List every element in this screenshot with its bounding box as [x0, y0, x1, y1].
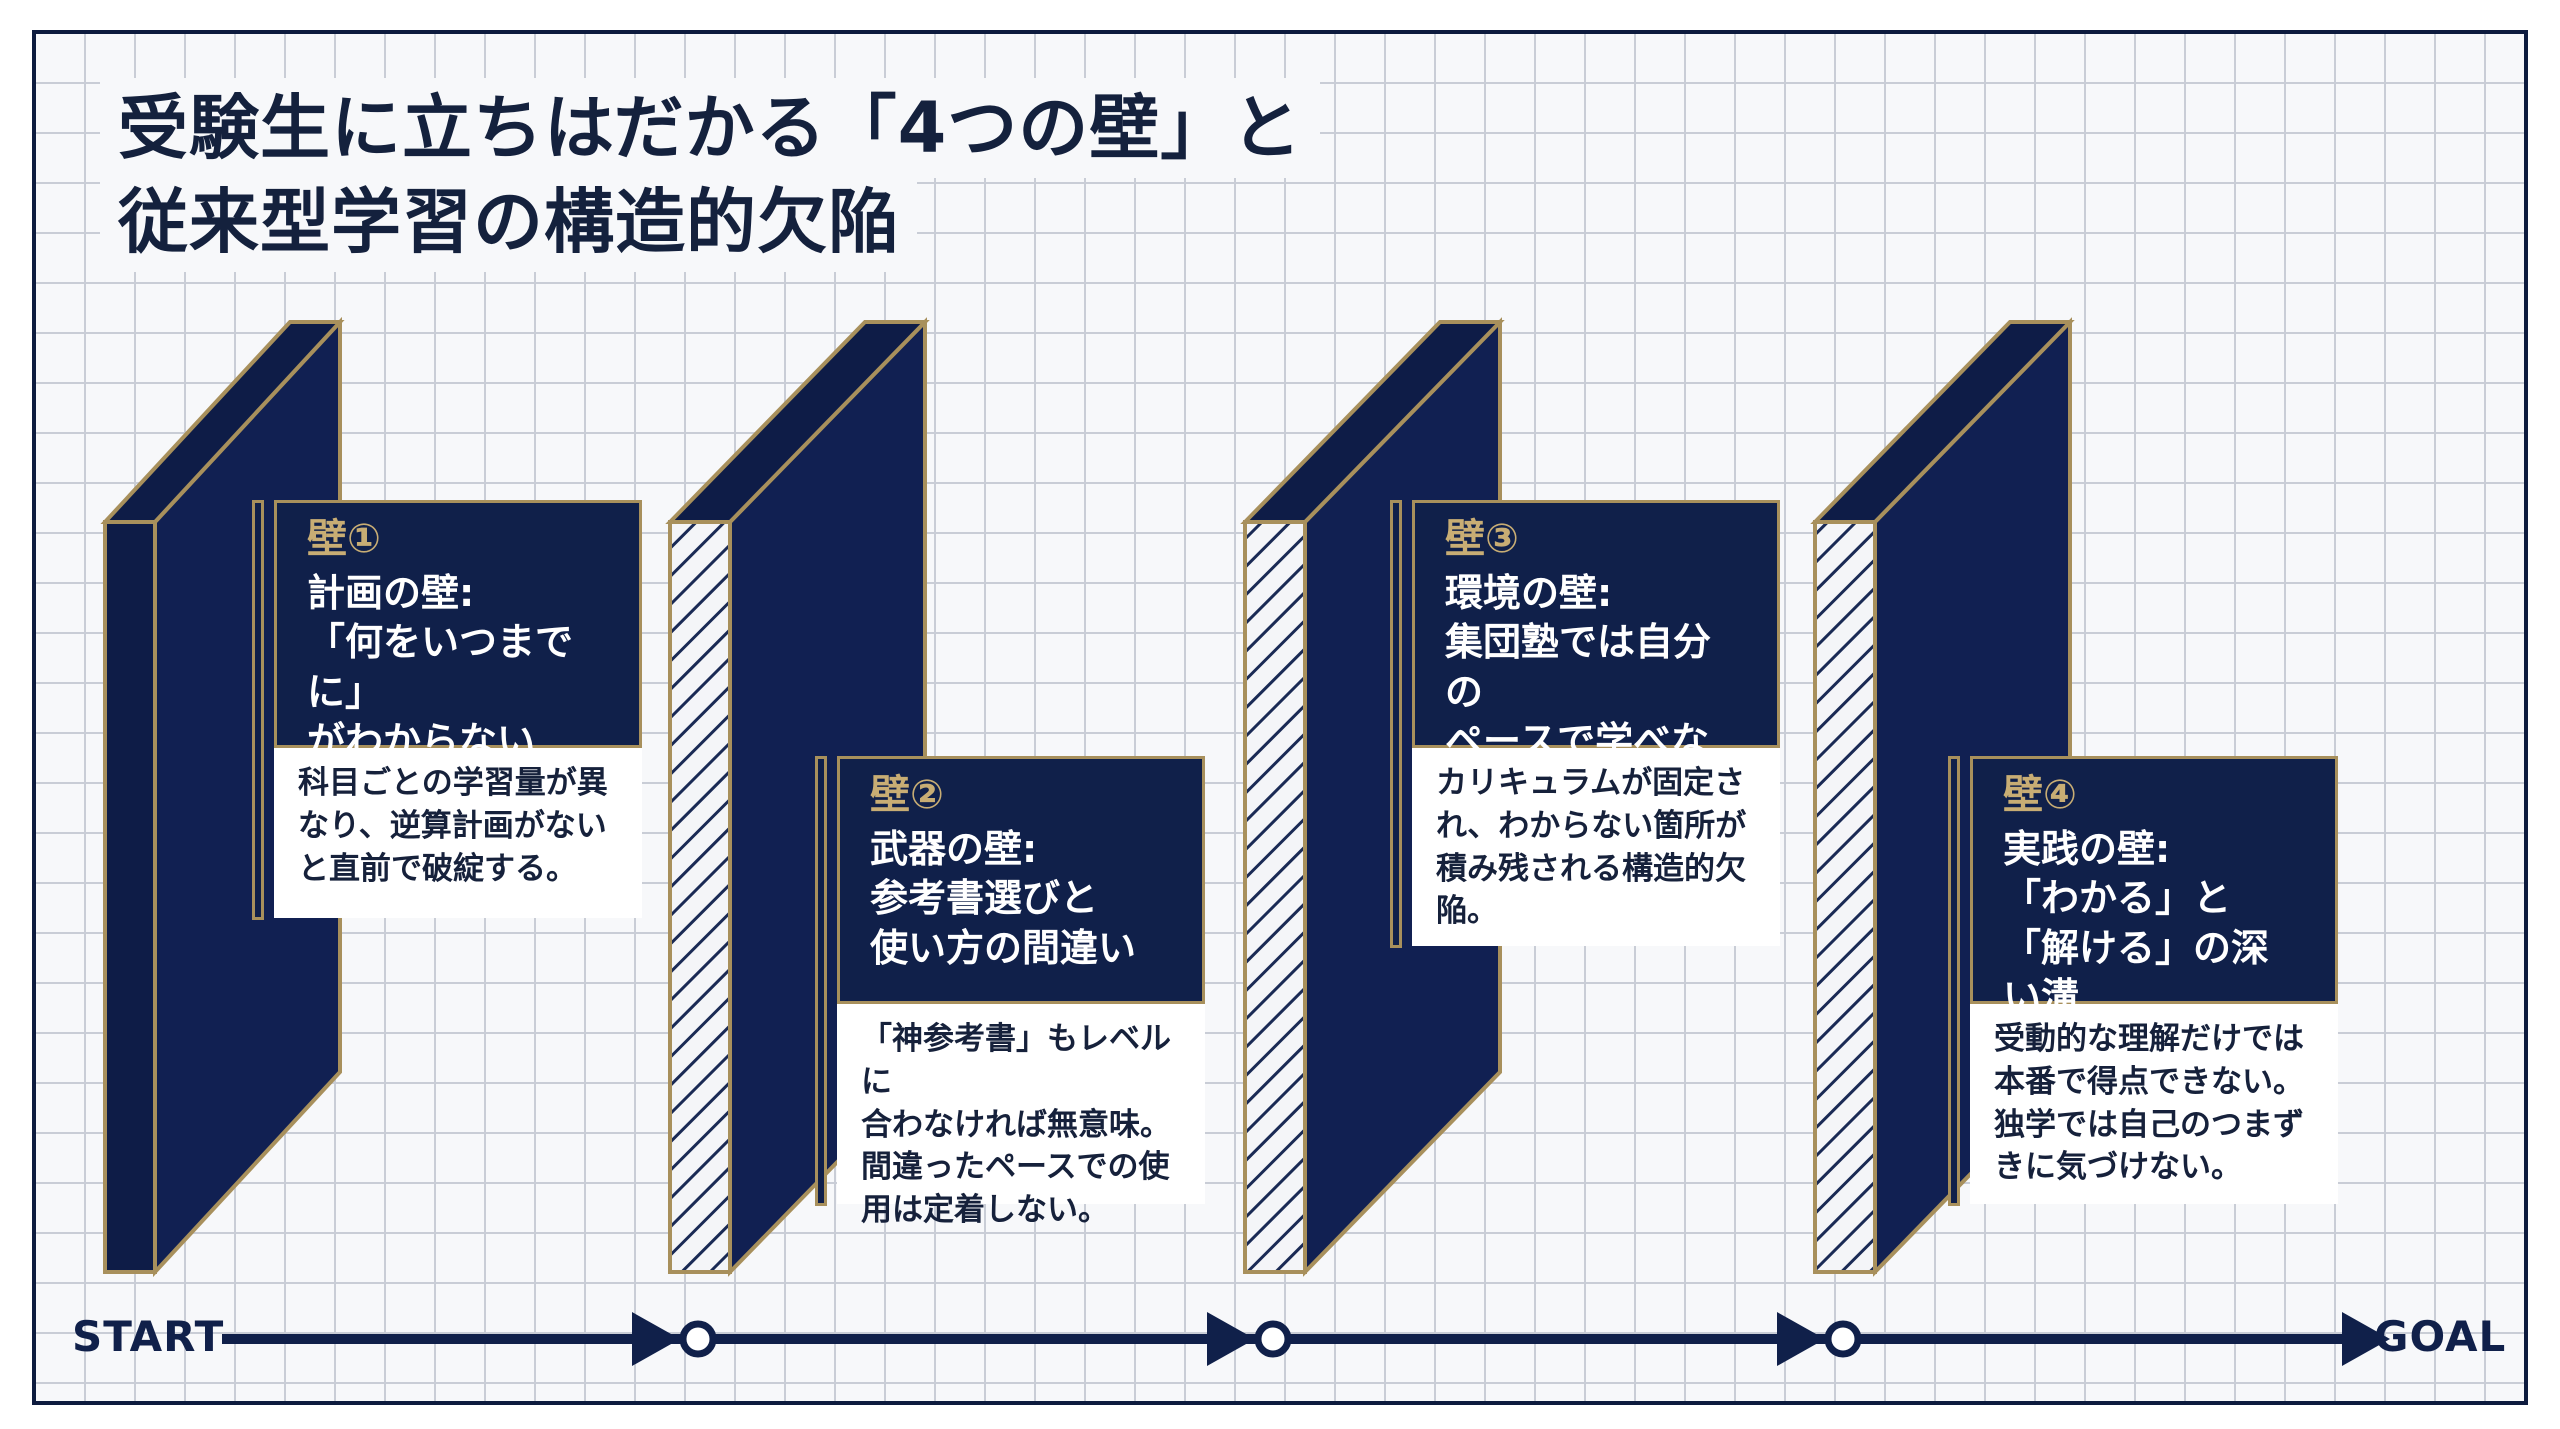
wall-1-title: 計画の壁: 「何をいつまでに」 がわからない	[307, 571, 574, 764]
timeline-node-1	[679, 1320, 717, 1358]
wall-3-card-head: 壁③ 環境の壁: 集団塾では自分の ペースで学べない	[1412, 500, 1780, 813]
wall-4-number: 壁④	[2003, 772, 2077, 818]
timeline-start-label: START	[72, 1312, 225, 1361]
wall-4-card-head: 壁④ 実践の壁: 「わかる」と 「解ける」の深い溝	[1970, 756, 2338, 1019]
wall-2-card-bar	[815, 756, 827, 1206]
timeline	[222, 1312, 2390, 1366]
wall-3-card: 壁③ 環境の壁: 集団塾では自分の ペースで学べない カリキュラムが固定さ れ、…	[1390, 500, 1780, 948]
wall-1-number: 壁①	[307, 516, 381, 562]
page-title-line-2: 従来型学習の構造的欠陥	[100, 172, 917, 272]
timeline-goal-label: GOAL	[2374, 1312, 2507, 1361]
timeline-node-3	[1824, 1320, 1862, 1358]
wall-2-description: 「神参考書」もレベルに 合わなければ無意味。 間違ったペースでの使 用は定着しな…	[837, 1004, 1205, 1228]
wall-1-block	[100, 316, 345, 1278]
wall-1-card-bar	[252, 500, 264, 920]
wall-2-card-head: 壁② 武器の壁: 参考書選びと 使い方の間違い	[837, 756, 1205, 1004]
wall-4-card-bar	[1948, 756, 1960, 1206]
wall-1-description: 科目ごとの学習量が異 なり、逆算計画がない と直前で破綻する。	[274, 748, 642, 918]
timeline-arrow-goal	[2342, 1312, 2390, 1366]
wall-2-number: 壁②	[870, 772, 944, 818]
wall-3-card-bar	[1390, 500, 1402, 948]
timeline-arrow-1	[632, 1312, 680, 1366]
wall-2-title: 武器の壁: 参考書選びと 使い方の間違い	[870, 827, 1137, 970]
wall-4-title: 実践の壁: 「わかる」と 「解ける」の深い溝	[2003, 827, 2270, 1020]
wall-2-card: 壁② 武器の壁: 参考書選びと 使い方の間違い 「神参考書」もレベルに 合わなけ…	[815, 756, 1205, 1228]
wall-4-description: 受動的な理解だけでは 本番で得点できない。 独学では自己のつまず きに気づけない…	[1970, 1004, 2338, 1204]
wall-3-number: 壁③	[1445, 516, 1519, 562]
wall-1-card: 壁① 計画の壁: 「何をいつまでに」 がわからない 科目ごとの学習量が異 なり、…	[252, 500, 642, 920]
wall-4-card: 壁④ 実践の壁: 「わかる」と 「解ける」の深い溝 受動的な理解だけでは 本番で…	[1948, 756, 2338, 1206]
wall-1-card-head: 壁① 計画の壁: 「何をいつまでに」 がわからない	[274, 500, 642, 763]
timeline-arrow-2	[1207, 1312, 1255, 1366]
timeline-arrow-3	[1777, 1312, 1825, 1366]
wall-3-description: カリキュラムが固定さ れ、わからない箇所が 積み残される構造的欠 陥。	[1412, 748, 1780, 946]
timeline-node-2	[1254, 1320, 1292, 1358]
page-title-line-1: 受験生に立ちはだかる「4つの壁」と	[100, 78, 1321, 178]
